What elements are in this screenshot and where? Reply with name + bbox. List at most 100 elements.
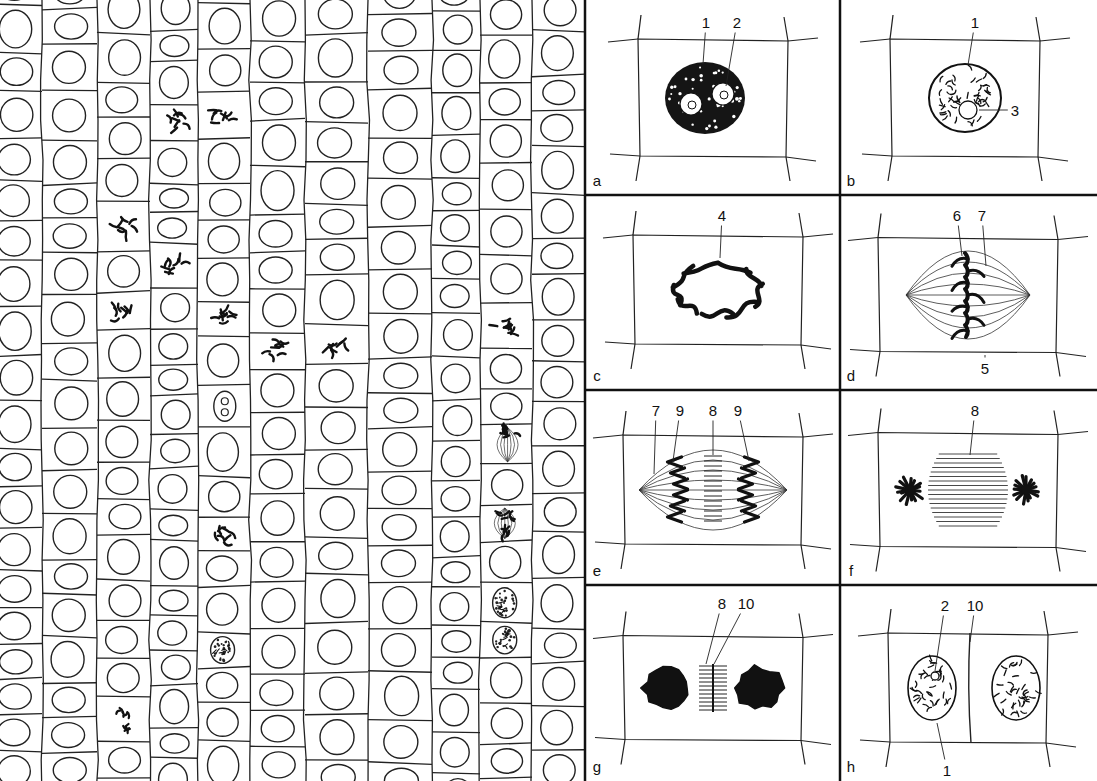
- cell-wall: [532, 30, 585, 32]
- chromatin-speck: [739, 97, 742, 100]
- cell-wall: [890, 39, 1040, 157]
- cell-nucleus: [441, 562, 470, 583]
- daughter-nucleus: [992, 656, 1040, 720]
- cell-nucleus: [319, 370, 353, 402]
- cell-wall: [888, 156, 892, 181]
- chromatin-granule: [505, 609, 508, 612]
- chromosome: [124, 712, 128, 715]
- new-cell-wall: [969, 633, 971, 743]
- chromosome: [230, 532, 235, 538]
- cell-nucleus: [109, 335, 141, 371]
- cell-nucleus: [259, 221, 292, 248]
- cell-wall: [42, 342, 97, 344]
- cell-wall: [97, 696, 150, 698]
- cell-wall: [432, 556, 480, 558]
- chromosome: [331, 344, 333, 352]
- chromatin-speck: [736, 86, 739, 89]
- cell-nucleus: [0, 144, 30, 175]
- chromatin-thread: [968, 65, 972, 70]
- cell-wall: [368, 671, 432, 673]
- cell-wall: [250, 541, 305, 542]
- cell-wall: [250, 213, 305, 215]
- cell-wall: [150, 104, 198, 105]
- cell-wall: [42, 593, 97, 595]
- phragmoplast: [929, 499, 1008, 500]
- cell-wall: [250, 369, 305, 370]
- daughter-nucleus: [908, 656, 956, 720]
- cell-wall: [305, 537, 368, 538]
- cell-wall: [0, 305, 42, 307]
- cell-wall: [368, 628, 432, 630]
- chromosome: [171, 128, 177, 133]
- leader-lines: [654, 33, 1008, 760]
- cell-wall: [42, 559, 97, 561]
- cell-wall: [41, 0, 44, 781]
- cell-wall: [0, 259, 42, 261]
- chromatin-thread: [1017, 711, 1019, 717]
- chromatin-thread: [497, 606, 502, 608]
- cell-wall: [432, 586, 480, 587]
- cell-wall: [1056, 548, 1060, 572]
- cell-wall: [531, 0, 534, 781]
- cell-wall: [0, 643, 42, 645]
- chromatin-thread: [1011, 664, 1017, 665]
- chromatin-thread: [1004, 670, 1006, 676]
- cell-wall: [305, 122, 368, 124]
- prophase-nucleus: [493, 588, 517, 618]
- cell-nucleus: [320, 209, 354, 234]
- chromosome: [111, 319, 119, 322]
- cell-nucleus: [0, 58, 32, 86]
- cell-wall: [1038, 157, 1042, 181]
- cell-wall: [0, 52, 42, 54]
- cell-wall: [605, 342, 635, 344]
- chromatin-speck: [670, 86, 673, 89]
- cell-nucleus: [0, 267, 30, 302]
- cell-wall: [305, 621, 368, 623]
- cell-wall: [799, 213, 803, 237]
- chromatin-thread: [503, 646, 507, 649]
- chromatin-thread: [935, 700, 938, 705]
- cell-nucleus: [318, 39, 352, 77]
- cell-wall: [1044, 611, 1048, 635]
- cell-wall: [850, 545, 880, 547]
- cell-wall: [480, 504, 532, 505]
- chromatin-thread: [976, 79, 981, 82]
- cell-nucleus: [53, 224, 86, 248]
- cell-wall: [305, 324, 368, 326]
- cell-nucleus: [443, 662, 472, 683]
- chromatin-granule: [228, 647, 231, 650]
- cell-nucleus: [208, 226, 239, 253]
- cell-wall: [480, 743, 532, 745]
- chromosome: [132, 226, 138, 232]
- cell-outline: [848, 409, 1088, 572]
- cell-nucleus: [541, 710, 573, 744]
- cell-nucleus: [544, 498, 576, 526]
- cell-wall: [621, 740, 625, 765]
- cell-wall: [636, 156, 640, 181]
- cell-wall: [799, 614, 803, 638]
- cell-nucleus: [259, 88, 292, 115]
- cell-wall: [42, 251, 97, 253]
- chromatin-speck: [699, 74, 703, 78]
- cell-wall: [432, 356, 480, 358]
- chromatin-speck: [691, 123, 693, 125]
- chromatin-thread: [219, 653, 224, 654]
- cell-nucleus: [106, 468, 138, 495]
- cell-outline: [848, 214, 1088, 377]
- cell-wall: [0, 448, 42, 450]
- cell-wall: [432, 134, 480, 135]
- cell-wall: [0, 750, 42, 752]
- chromosome: [118, 304, 121, 312]
- chromatin-thread: [940, 112, 946, 113]
- cell-nucleus: [106, 165, 138, 197]
- cell-wall: [198, 138, 250, 140]
- callout-number: 10: [967, 598, 984, 613]
- chromosome: [502, 535, 503, 541]
- chromosome: [278, 353, 286, 355]
- cell-wall: [150, 328, 198, 330]
- cell-nucleus: [542, 279, 574, 316]
- cell-nucleus: [384, 319, 418, 353]
- cell-wall: [305, 203, 368, 205]
- chromatin-granule: [494, 597, 496, 599]
